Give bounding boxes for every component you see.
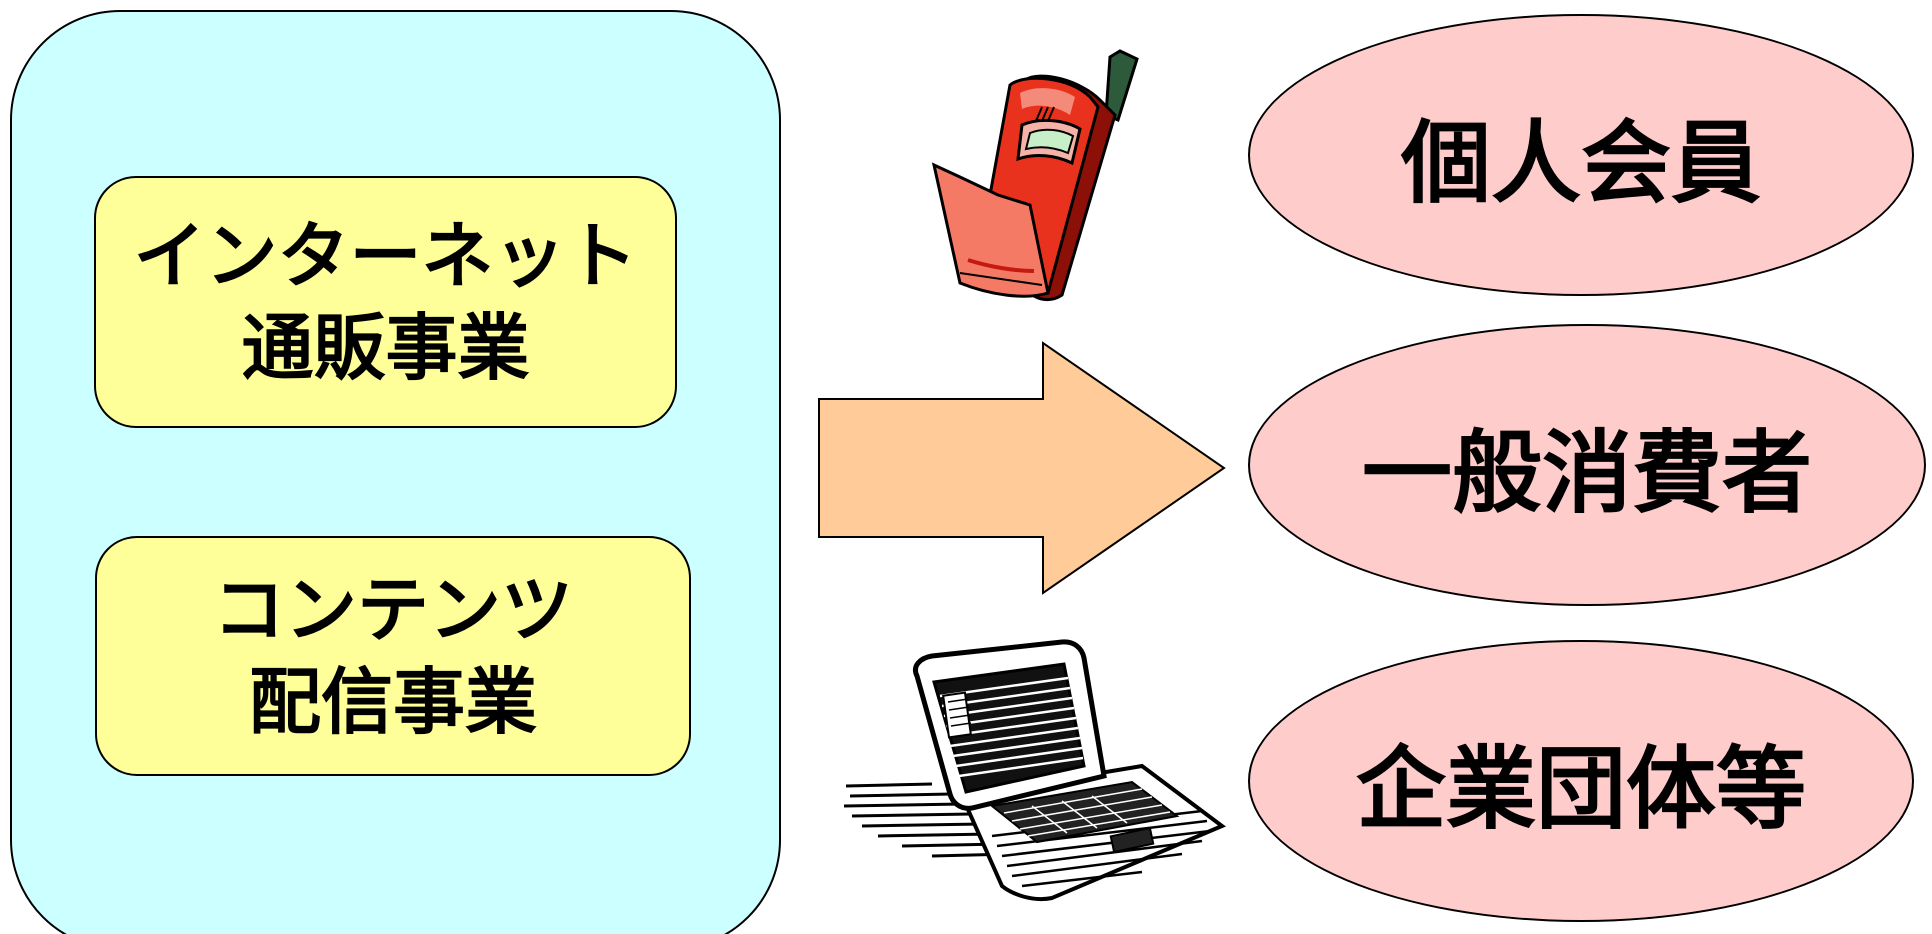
mobile-phone-icon [931,49,1139,302]
general-consumer-ellipse: 一般消費者 [1248,324,1926,606]
internet-sales-box: インターネット 通販事業 [94,176,677,428]
content-delivery-line2: 配信事業 [248,660,537,744]
business-group-box [10,10,781,934]
content-delivery-box: コンテンツ 配信事業 [95,536,691,776]
laptop-icon [843,639,1226,901]
right-arrow-icon [818,341,1226,595]
content-delivery-line1: コンテンツ [212,568,573,652]
internet-sales-line1: インターネット [133,214,638,298]
individual-member-label: 個人会員 [1401,111,1761,216]
internet-sales-line2: 通販事業 [241,306,530,390]
corporation-label: 企業団体等 [1356,737,1806,842]
individual-member-ellipse: 個人会員 [1248,14,1914,296]
corporation-ellipse: 企業団体等 [1248,640,1914,922]
general-consumer-label: 一般消費者 [1362,421,1812,526]
